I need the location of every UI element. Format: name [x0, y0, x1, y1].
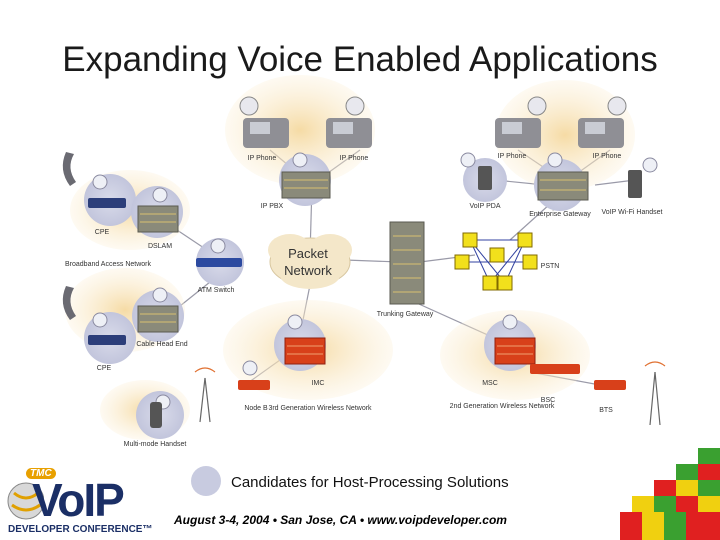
radio-tower-icon [644, 361, 666, 426]
label-cable-head-end: Cable Head End [136, 341, 187, 348]
label-pstn: PSTN [541, 263, 560, 270]
ip-pbx-server-icon [281, 171, 331, 199]
lego-blocks-decoration [620, 448, 720, 540]
label-multimode-handset: Multi-mode Handset [124, 441, 187, 448]
msc-server-icon [494, 337, 536, 365]
label-atm-switch: ATM Switch [198, 287, 235, 294]
label-cpe-1: CPE [95, 229, 110, 236]
node-b-icon [238, 380, 270, 390]
multimode-handset-icon [150, 402, 162, 428]
label-2nd-gen-wireless: 2nd Generation Wireless Network [450, 403, 555, 410]
network-diagram: Packet Network [62, 75, 666, 448]
legend-label: Candidates for Host-Processing Solutions [231, 474, 509, 491]
label-enterprise-gateway: Enterprise Gateway [529, 211, 591, 218]
legend-swatch [191, 466, 221, 496]
label-ip-phone-1: IP Phone [248, 155, 277, 162]
page-title: Expanding Voice Enabled Applications [62, 40, 658, 79]
handset-icon [62, 286, 76, 320]
footer-text: August 3-4, 2004 • San Jose, CA • www.vo… [174, 513, 507, 527]
label-voip-wifi-handset: VoIP Wi-Fi Handset [602, 209, 663, 216]
cable-head-end-server-icon [137, 305, 179, 333]
logo-tmc-badge: TMC [26, 468, 56, 479]
cpe-2-icon [88, 335, 126, 345]
packet-network-label-2: Network [284, 263, 332, 278]
label-ip-phone-4: IP Phone [593, 153, 622, 160]
label-trunking-gateway: Trunking Gateway [377, 311, 434, 318]
atm-switch-icon [196, 258, 242, 267]
ip-phone-icon [578, 96, 627, 148]
label-voip-pda: VoIP PDA [469, 203, 500, 210]
logo-globe-icon [7, 482, 44, 520]
label-3rd-gen-wireless: 3rd Generation Wireless Network [268, 405, 372, 412]
label-imc: IMC [312, 380, 325, 387]
radio-tower-icon [194, 367, 216, 423]
trunking-gateway-rack-icon [389, 221, 425, 305]
label-broadband-access-network: Broadband Access Network [65, 261, 151, 268]
dslam-server-icon [137, 205, 179, 233]
logo-voip-text: VoIP [32, 474, 125, 526]
voip-developer-logo: TMC VoIP DEVELOPER CONFERENCE™ [4, 465, 174, 537]
handset-icon [62, 152, 76, 186]
label-bts: BTS [599, 407, 613, 414]
pda-icon [478, 166, 492, 190]
packet-network-label-1: Packet [288, 246, 328, 261]
enterprise-gateway-server-icon [537, 171, 589, 201]
imc-server-icon [284, 337, 326, 365]
label-bsc: BSC [541, 397, 555, 404]
ip-phone-icon [239, 96, 289, 148]
bts-icon [594, 380, 626, 390]
logo-subtitle: DEVELOPER CONFERENCE™ [8, 524, 153, 535]
ip-phone-icon [326, 96, 372, 148]
bsc-icon [530, 364, 580, 374]
packet-network-cloud [268, 234, 352, 289]
label-ip-phone-3: IP Phone [498, 153, 527, 160]
label-ip-phone-2: IP Phone [340, 155, 369, 162]
label-cpe-2: CPE [97, 365, 112, 372]
label-ip-pbx: IP PBX [261, 203, 284, 210]
label-dslam: DSLAM [148, 243, 172, 250]
label-msc: MSC [482, 380, 498, 387]
ip-phone-icon [495, 96, 547, 148]
pstn-switches [454, 232, 538, 291]
label-node-b: Node B [244, 405, 268, 412]
wifi-handset-icon [628, 170, 642, 198]
cpe-1-icon [88, 198, 126, 208]
